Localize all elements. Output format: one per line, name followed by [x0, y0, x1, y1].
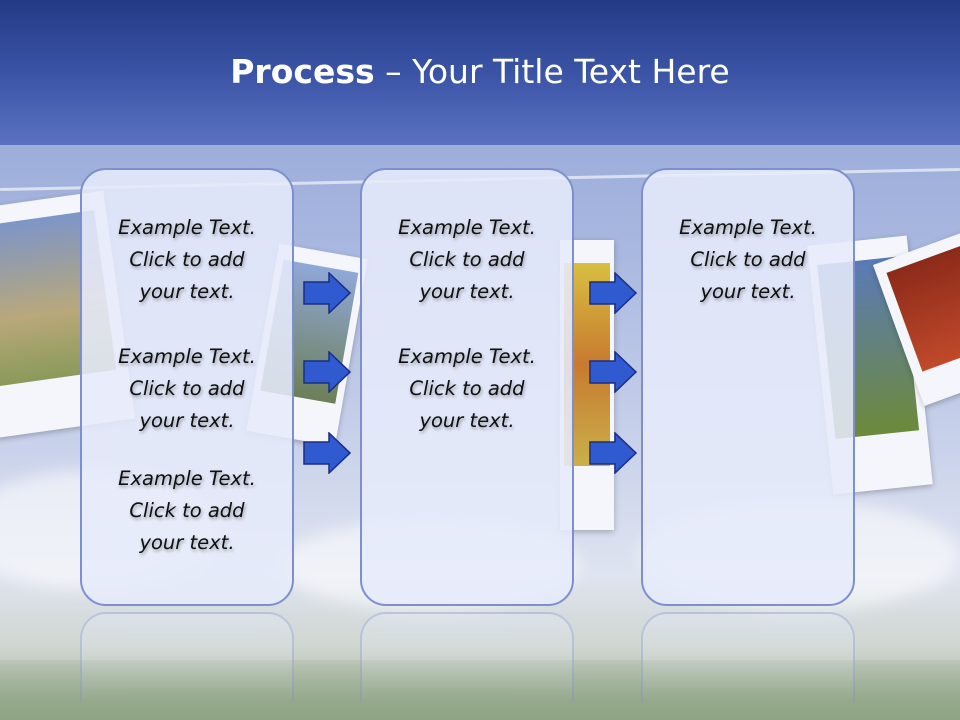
text-placeholder[interactable]: Example Text. Click to add your text.: [362, 341, 572, 437]
text-line: your text.: [419, 409, 515, 432]
text-placeholder[interactable]: Example Text. Click to add your text.: [82, 212, 292, 308]
text-line: Click to add: [690, 248, 806, 271]
right-arrow-icon: [303, 432, 351, 474]
slide-title[interactable]: Process – Your Title Text Here: [0, 52, 960, 91]
text-line: your text.: [419, 280, 515, 303]
text-line: Click to add: [129, 248, 245, 271]
text-line: Example Text.: [118, 467, 256, 490]
text-line: Click to add: [409, 248, 525, 271]
title-rest: – Your Title Text Here: [374, 52, 730, 91]
right-arrow-icon: [303, 272, 351, 314]
title-band: Process – Your Title Text Here: [0, 0, 960, 145]
right-arrow-icon: [589, 351, 637, 393]
panel-reflection: [641, 612, 855, 702]
panel-reflection: [360, 612, 574, 702]
right-arrow-icon: [589, 272, 637, 314]
text-line: Example Text.: [118, 345, 256, 368]
right-arrow-icon: [303, 351, 351, 393]
text-line: your text.: [139, 531, 235, 554]
text-line: Example Text.: [118, 216, 256, 239]
text-line: Example Text.: [679, 216, 817, 239]
text-line: Click to add: [129, 377, 245, 400]
text-line: your text.: [700, 280, 796, 303]
text-line: Click to add: [129, 499, 245, 522]
text-line: your text.: [139, 280, 235, 303]
text-placeholder[interactable]: Example Text. Click to add your text.: [82, 341, 292, 437]
process-panel-3[interactable]: Example Text. Click to add your text.: [641, 168, 855, 606]
text-line: your text.: [139, 409, 235, 432]
process-panel-2[interactable]: Example Text. Click to add your text. Ex…: [360, 168, 574, 606]
text-line: Click to add: [409, 377, 525, 400]
process-panel-1[interactable]: Example Text. Click to add your text. Ex…: [80, 168, 294, 606]
right-arrow-icon: [589, 432, 637, 474]
panel-reflection: [80, 612, 294, 702]
text-line: Example Text.: [398, 345, 536, 368]
title-bold: Process: [230, 52, 375, 91]
text-placeholder[interactable]: Example Text. Click to add your text.: [82, 463, 292, 559]
text-line: Example Text.: [398, 216, 536, 239]
text-placeholder[interactable]: Example Text. Click to add your text.: [643, 212, 853, 308]
text-placeholder[interactable]: Example Text. Click to add your text.: [362, 212, 572, 308]
